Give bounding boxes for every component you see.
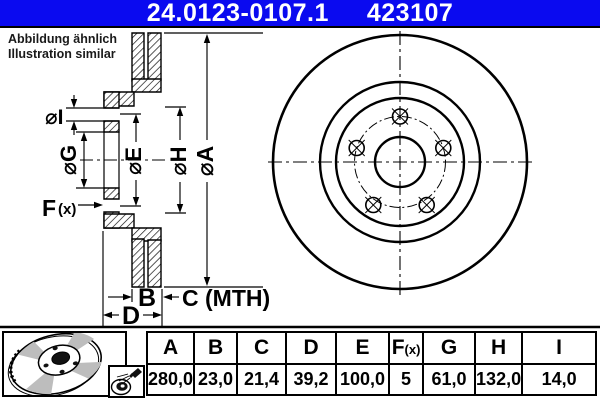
hat-circle (334, 96, 466, 228)
value-i: 14,0 (521, 363, 598, 396)
value-g: 61,0 (422, 363, 477, 396)
product-photo-box (2, 331, 127, 397)
label-dia-i: ⌀I (45, 106, 63, 129)
illustration-note: Abbildung ähnlich Illustration similar (8, 32, 117, 62)
bolt-circle (354, 116, 446, 208)
vented-disc-illustration-icon (7, 331, 102, 397)
col-header-d: D (285, 331, 338, 365)
note-line-de: Abbildung ähnlich (8, 32, 118, 46)
label-dia-h: ⌀H (166, 146, 191, 175)
catalog-number: 423107 (366, 0, 454, 27)
value-c: 21,4 (236, 363, 288, 396)
label-b: B (138, 284, 156, 312)
col-header-g: G (422, 331, 477, 365)
dimension-lines (66, 32, 263, 326)
col-header-h: H (474, 331, 524, 365)
label-dia-g: ⌀G (56, 145, 81, 175)
label-f: F (42, 195, 56, 221)
col-header-b: B (193, 331, 239, 365)
part-number: 24.0123-0107.1 (146, 0, 329, 27)
table-header-row: A B C D E F(x) G H I (145, 331, 598, 365)
coating-icon-box (108, 365, 145, 398)
section-hatched-body (103, 32, 162, 288)
cross-section-view: ⌀I ⌀G ⌀E ⌀H ⌀A F (x) B C (MTH) D (42, 32, 270, 330)
value-h: 132,0 (474, 363, 524, 396)
value-fx: 5 (388, 363, 425, 396)
col-header-c: C (236, 331, 288, 365)
outer-diameter-circle (271, 33, 529, 291)
col-header-a: A (145, 331, 196, 365)
label-c-mth: C (MTH) (182, 285, 270, 311)
dimension-table: A B C D E F(x) G H I 280,0 23,0 21,4 39,… (145, 331, 598, 396)
label-fx-suffix: (x) (58, 201, 76, 218)
bolt-holes (348, 108, 452, 214)
col-header-i: I (521, 331, 598, 365)
table-value-row: 280,0 23,0 21,4 39,2 100,0 5 61,0 132,0 … (145, 363, 598, 396)
value-e: 100,0 (335, 363, 391, 396)
note-line-en: Illustration similar (8, 47, 116, 61)
front-view (268, 31, 533, 297)
label-dia-a: ⌀A (192, 146, 218, 176)
col-header-fx: F(x) (388, 331, 425, 365)
title-bar: 24.0123-0107.1 423107 (0, 0, 600, 28)
friction-band-inner-circle (318, 80, 482, 244)
col-header-e: E (335, 331, 391, 365)
value-a: 280,0 (145, 363, 196, 396)
label-d: D (122, 302, 140, 330)
label-dia-e: ⌀E (121, 147, 146, 175)
disc-coating-spray-icon (110, 368, 142, 396)
value-d: 39,2 (285, 363, 338, 396)
value-b: 23,0 (193, 363, 239, 396)
center-bore-circle (373, 135, 427, 189)
